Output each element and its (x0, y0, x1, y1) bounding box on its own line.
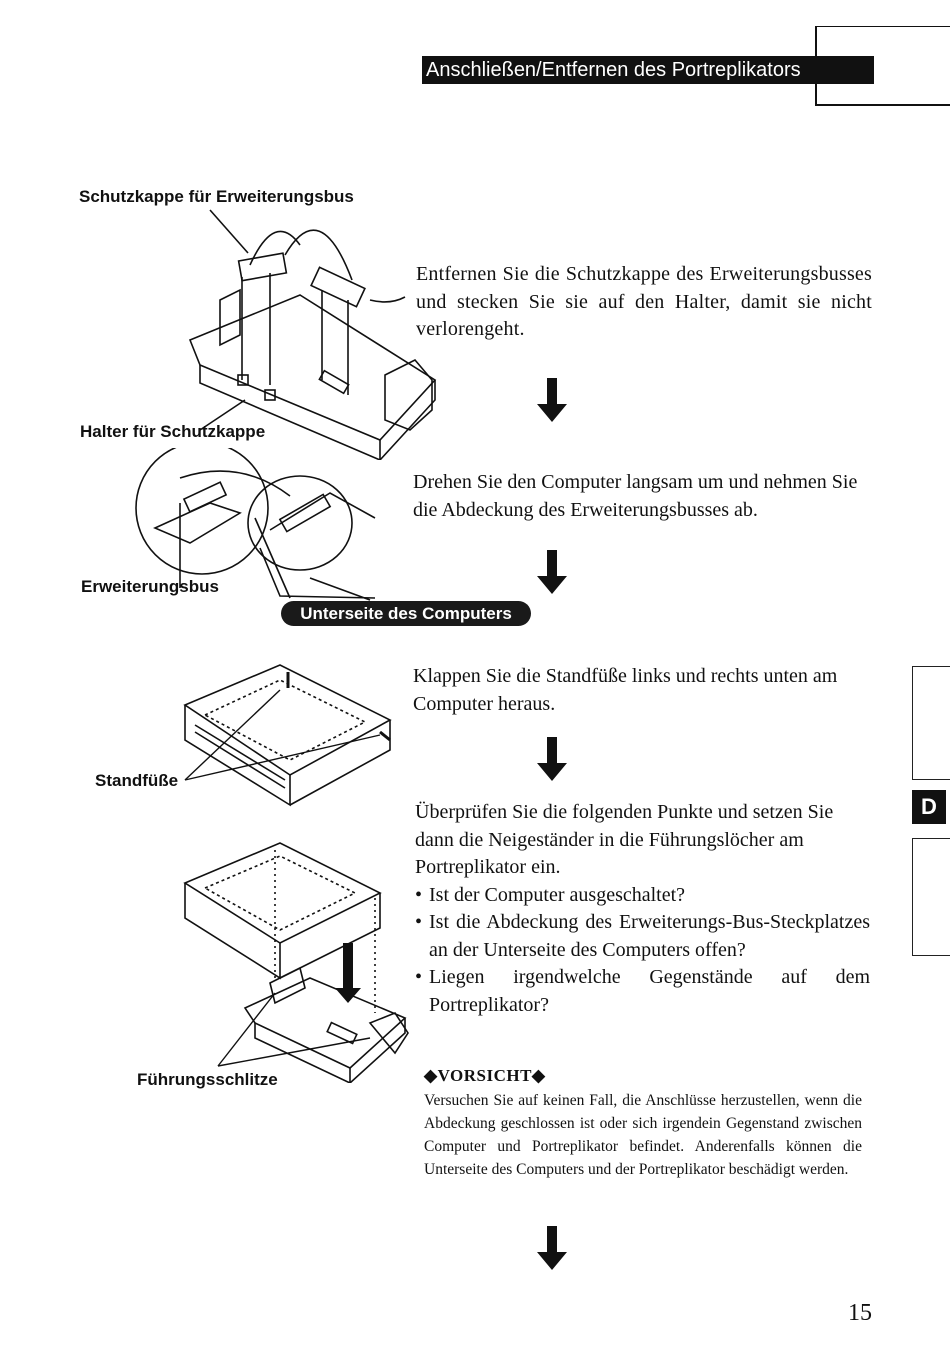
bullet-text: Liegen irgendwelche Gegenstände auf dem … (429, 966, 870, 1016)
down-arrow-icon (535, 550, 569, 594)
label-standfuesse: Standfüße (95, 771, 179, 790)
bullet-text: Ist der Computer ausgeschaltet? (429, 883, 686, 906)
caution-text: Versuchen Sie auf keinen Fall, die Ansch… (424, 1092, 862, 1178)
bullet-icon: • (415, 883, 423, 906)
list-item: • Liegen irgendwelche Gegenstände auf de… (415, 964, 870, 1019)
illustration-port-replicator-cap (188, 209, 437, 460)
header-corner-line-top (815, 26, 950, 27)
step4-intro: Überprüfen Sie die folgenden Punkte und … (415, 801, 834, 878)
list-item: • Ist die Abdeckung des Erweiterungs-Bus… (415, 909, 870, 964)
label-halter-schutzkappe: Halter für Schutzkappe (80, 422, 266, 441)
header-corner-line-bottom (815, 104, 950, 106)
caution-title: ◆VORSICHT◆ (424, 1066, 546, 1085)
section-header: Anschließen/Entfernen des Portreplikator… (422, 56, 874, 84)
down-arrow-icon (535, 378, 569, 422)
down-arrow-icon (535, 737, 569, 781)
down-arrow-icon (535, 1226, 569, 1270)
page-number: 15 (848, 1300, 872, 1326)
bullet-icon: • (415, 911, 423, 933)
label-schutzkappe-bus: Schutzkappe für Erweiterungsbus (79, 187, 354, 206)
label-erweiterungsbus: Erweiterungsbus (81, 577, 219, 596)
underside-label-badge: Unterseite des Computers (281, 601, 531, 626)
bullet-text: Ist die Abdeckung des Erweiterungs-Bus-S… (429, 911, 870, 961)
step2-text: Drehen Sie den Computer langsam um und n… (413, 471, 858, 521)
side-tab-box-upper (912, 666, 950, 780)
step3-text: Klappen Sie die Standfüße links und rech… (413, 665, 838, 715)
header-corner-line-v (815, 26, 817, 104)
step1-text: Entfernen Sie die Schutzkappe des Erweit… (416, 263, 872, 340)
list-item: • Ist der Computer ausgeschaltet? (415, 882, 870, 910)
illustration-underside-bus (135, 448, 376, 601)
illustration-docking (183, 842, 409, 1083)
side-tab-d: D (912, 790, 946, 824)
side-tab-box-lower (912, 838, 950, 956)
bullet-icon: • (415, 966, 423, 988)
illustration-computer-feet (183, 664, 392, 807)
label-fuehrungsschlitze: Führungsschlitze (137, 1070, 278, 1089)
step4-block: Überprüfen Sie die folgenden Punkte und … (415, 799, 870, 1019)
